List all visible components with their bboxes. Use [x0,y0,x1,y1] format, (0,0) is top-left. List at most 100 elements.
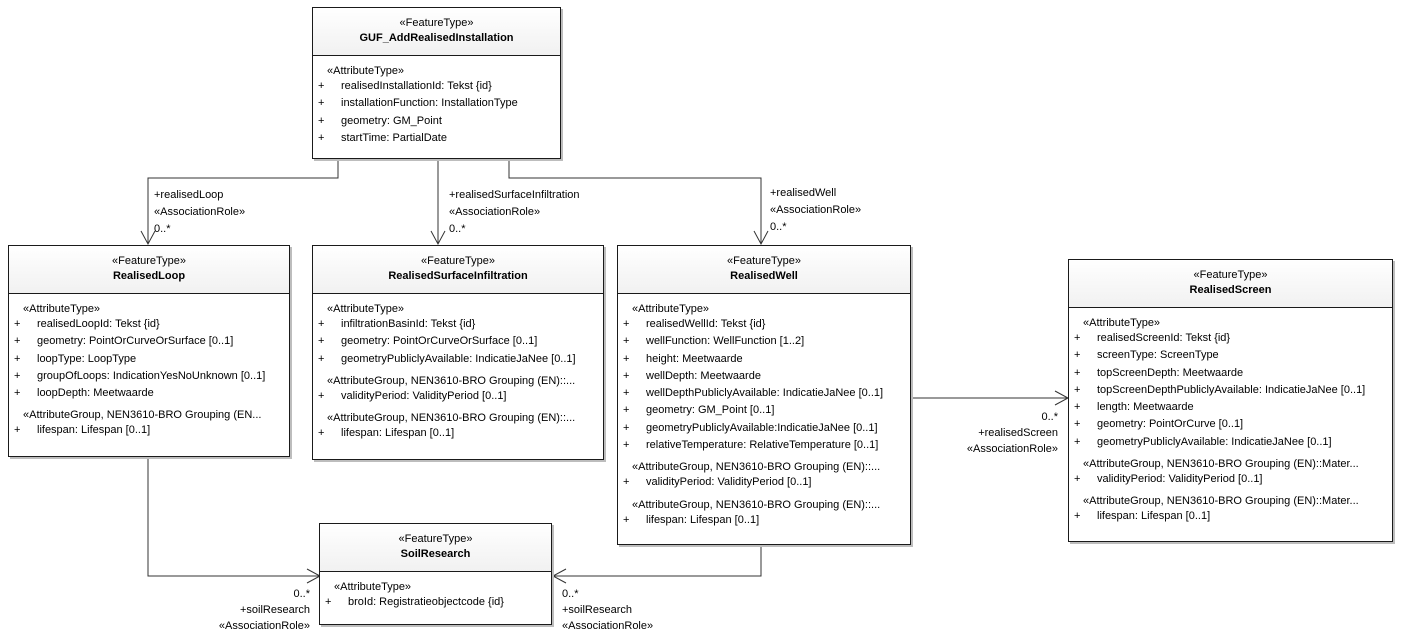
attribute-text: groupOfLoops: IndicationYesNoUnknown [0.… [37,369,266,382]
attribute-row: +geometry: GM_Point [313,113,560,130]
class-header: «FeatureType»GUF_AddRealisedInstallation [313,8,560,56]
class-name: GUF_AddRealisedInstallation [359,32,514,44]
attribute-text: startTime: PartialDate [341,131,447,144]
class-guf-add-realised-installation[interactable]: «FeatureType»GUF_AddRealisedInstallation… [312,7,561,159]
role-stereotype: «AssociationRole» [154,206,246,218]
attribute-text: geometry: GM_Point [341,114,442,127]
attribute-text: geometry: PointOrCurveOrSurface [0..1] [37,335,234,348]
class-stereotype: «FeatureType» [421,255,495,267]
attribute-text: broId: Registratieobjectcode {id} [348,596,504,608]
section-stereotype: «AttributeType» [1083,317,1161,329]
class-name: RealisedScreen [1189,284,1272,296]
association-label-soil-left: 0..* +soilResearch «AssociationRole» [219,587,310,633]
attribute-row: +broId: Registratieobjectcode {id} [320,594,551,611]
attribute-row: + wellDepthPubliclyAvailable: IndicatieJa… [618,385,910,402]
section-stereotype: «AttributeType» [23,303,101,315]
association-line-well [508,160,762,244]
section-stereotype: «AttributeType» [327,303,405,315]
visibility-marker: + [14,352,21,365]
arrowhead-surface [430,230,446,246]
class-header: «FeatureType»RealisedWell [618,246,910,294]
visibility-marker: + [1074,401,1081,414]
class-attributes: «AttributeType»+broId: Registratieobject… [320,572,551,611]
visibility-marker: + [623,476,630,489]
attribute-section: «AttributeGroup, NEN3610-BRO Grouping (E… [1069,457,1392,488]
class-attributes: «AttributeType»+realisedScreenId: Tekst … [1069,308,1392,526]
attribute-text: realisedLoopId: Tekst {id} [37,318,160,330]
class-realised-screen[interactable]: «FeatureType»RealisedScreen «AttributeTyp… [1068,259,1393,542]
attribute-row: +realisedWellId: Tekst {id} [618,316,910,333]
attribute-section: «AttributeGroup, NEN3610-BRO Grouping (E… [313,411,603,442]
class-stereotype: «FeatureType» [398,533,473,545]
multiplicity: 0..* [293,588,310,600]
attribute-text: topScreenDepth: Meetwaarde [1097,366,1244,379]
section-stereotype: «AttributeGroup, NEN3610-BRO Grouping (E… [327,412,576,425]
visibility-marker: + [14,387,21,400]
attribute-row: + startTime: PartialDate [313,130,560,147]
visibility-marker: + [623,421,630,434]
attribute-text: geometry: PointOrCurveOrSurface [0..1] [341,335,538,348]
attribute-row: +installationFunction: InstallationType [313,95,560,112]
attribute-row: +groupOfLoops: IndicationYesNoUnknown [0… [9,368,289,385]
attribute-text: wellFunction: WellFunction [1..2] [646,335,805,348]
association-line-soil-right [553,546,762,577]
multiplicity: 0..* [1041,411,1058,423]
attribute-row: +realisedLoopId: Tekst {id} [9,316,289,333]
multiplicity: 0..* [562,588,579,600]
attribute-section: «AttributeType» + realisedInstallationId: … [313,64,560,147]
visibility-marker: + [318,352,325,365]
attribute-text: loopType: LoopType [37,352,137,365]
association-label-soil-right: 0..* +soilResearch «AssociationRole» [562,587,653,633]
attribute-text: lifespan: Lifespan [0..1] [646,513,760,526]
role-name: +realisedLoop [154,189,224,201]
multiplicity: 0..* [154,223,171,235]
class-realised-loop[interactable]: «FeatureType»RealisedLoop«AttributeType»… [8,245,290,457]
attribute-text: loopDepth: Meetwaarde [37,387,154,400]
attribute-text: geometryPubliclyAvailable:IndicatieJaNee… [646,421,878,434]
attribute-text: geometry: GM_Point [0..1] [646,404,775,417]
attribute-text: geometry: PointOrCurve [0..1] [1097,418,1244,431]
visibility-marker: + [623,352,630,365]
association-label-loop: +realisedLoop «AssociationRole» 0..* [154,188,245,236]
attribute-row: +validityPeriod: ValidityPeriod [0..1] [1069,471,1392,488]
attribute-row: +lifespan: Lifespan [0..1] [9,422,289,439]
class-realised-surface-infiltration[interactable]: «FeatureType»RealisedSurfaceInfiltration… [312,245,604,460]
section-stereotype: «AttributeType» [334,581,412,593]
section-stereotype: «AttributeType» [327,65,405,77]
class-soil-research[interactable]: «FeatureType» SoilResearch «AttributeType»… [319,523,552,625]
attribute-text: realisedInstallationId: Tekst {id} [341,80,492,92]
visibility-marker: + [1074,473,1081,486]
attribute-section: «AttributeType»+broId: Registratieobject… [320,580,551,611]
attribute-row: +geometryPubliclyAvailable: IndicatieJaN… [313,351,603,368]
attribute-section: «AttributeGroup, NEN3610-BRO Grouping (E… [618,460,910,491]
class-stereotype: «FeatureType» [112,255,186,267]
multiplicity: 0..* [770,221,787,233]
role-name: +realisedWell [770,187,837,199]
section-stereotype: «AttributeGroup, NEN3610-BRO Grouping (E… [327,374,576,387]
visibility-marker: + [623,513,630,526]
attribute-text: wellDepthPubliclyAvailable: IndicatieJaN… [646,387,884,400]
visibility-marker: + [1074,366,1081,379]
attribute-text: realisedWellId: Tekst {id} [646,318,766,330]
class-header: «FeatureType» SoilResearch [320,524,551,572]
attribute-section: «AttributeGroup, NEN3610-BRO Grouping (E… [1069,494,1392,525]
association-line-soil-left [147,458,320,577]
class-name: SoilResearch [400,548,471,560]
attribute-row: +validityPeriod: ValidityPeriod [0..1] [618,474,910,491]
attribute-text: length: Meetwaarde [1097,401,1194,414]
class-header: «FeatureType»RealisedScreen [1069,260,1392,308]
role-stereotype: «AssociationRole» [770,204,862,216]
attribute-row: +height: Meetwaarde [618,351,910,368]
class-realised-well[interactable]: «FeatureType»RealisedWell«AttributeType»… [617,245,911,545]
attribute-section: «AttributeType»+infiltrationBasinId: Tek… [313,302,603,368]
visibility-marker: + [1074,418,1081,431]
role-name: +soilResearch [562,604,633,616]
attribute-row: +geometry: GM_Point [0..1] [618,402,910,419]
attribute-section: «AttributeGroup, NEN3610-BRO Grouping (E… [313,374,603,405]
visibility-marker: + [623,387,630,400]
attribute-row: + length: Meetwaarde [1069,399,1392,416]
visibility-marker: + [318,131,325,144]
attribute-row: +geometryPubliclyAvailable: IndicatieJaN… [1069,434,1392,451]
attribute-text: geometryPubliclyAvailable: IndicatieJaNe… [1097,435,1332,448]
attribute-row: + lifespan: Lifespan [0..1] [618,512,910,529]
